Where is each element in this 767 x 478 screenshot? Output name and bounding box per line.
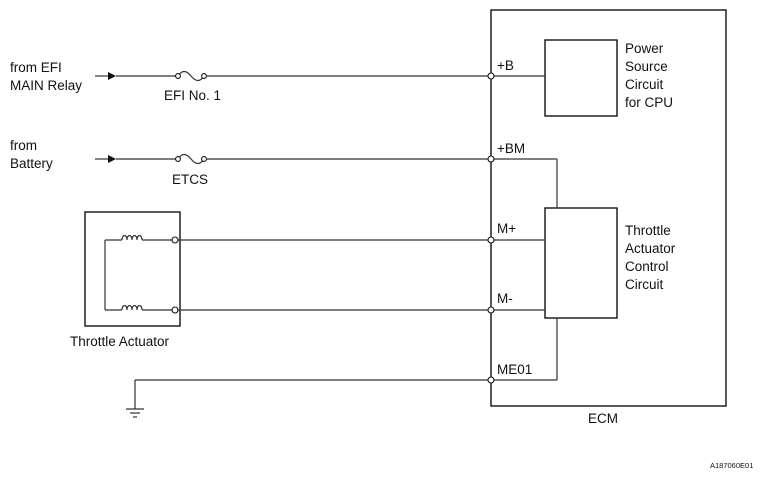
battery-line bbox=[95, 153, 558, 208]
power-circuit-line-3: Circuit bbox=[625, 77, 664, 92]
throttle-actuator-label: Throttle Actuator bbox=[70, 334, 170, 349]
power-source-circuit-box bbox=[544, 39, 618, 117]
actuator-m-plus-terminal bbox=[171, 236, 179, 244]
efi-no1-fuse-label: EFI No. 1 bbox=[164, 88, 221, 103]
battery-line-2: Battery bbox=[10, 156, 53, 171]
power-circuit-line-4: for CPU bbox=[625, 95, 673, 110]
battery-arrow-icon bbox=[108, 155, 116, 163]
power-circuit-label: Power Source Circuit for CPU bbox=[625, 41, 673, 110]
throttle-circuit-line-4: Circuit bbox=[625, 277, 664, 292]
throttle-circuit-line-1: Throttle bbox=[625, 223, 671, 238]
efi-arrow-icon bbox=[108, 72, 116, 80]
throttle-circuit-line-2: Actuator bbox=[625, 241, 676, 256]
throttle-circuit-line-3: Control bbox=[625, 259, 669, 274]
etcs-fuse-icon bbox=[177, 153, 205, 165]
efi-main-relay-line-2: MAIN Relay bbox=[10, 78, 82, 93]
ground-icon bbox=[126, 408, 144, 418]
battery-label: from Battery bbox=[10, 138, 53, 171]
efi-no1-fuse-icon bbox=[177, 70, 205, 82]
throttle-control-circuit-box bbox=[544, 207, 618, 319]
pin-bm-label: +BM bbox=[497, 141, 525, 156]
pin-me01-label: ME01 bbox=[497, 362, 532, 377]
pin-me01-terminal bbox=[487, 376, 495, 384]
power-circuit-line-1: Power bbox=[625, 41, 664, 56]
actuator-m-minus-terminal bbox=[171, 306, 179, 314]
pin-b-label: +B bbox=[497, 58, 514, 73]
motor-coil-upper-icon bbox=[121, 234, 143, 241]
throttle-circuit-label: Throttle Actuator Control Circuit bbox=[625, 223, 679, 292]
pin-m-plus-terminal bbox=[487, 236, 495, 244]
figure-code: A187060E01 bbox=[710, 461, 753, 470]
etcs-fuse-label: ETCS bbox=[172, 172, 208, 187]
pin-m-minus-terminal bbox=[487, 306, 495, 314]
pin-bm-terminal bbox=[487, 155, 495, 163]
pin-m-minus-label: M- bbox=[497, 291, 513, 306]
efi-main-relay-line bbox=[95, 70, 545, 82]
efi-main-relay-line-1: from EFI bbox=[10, 60, 62, 75]
ecm-label: ECM bbox=[588, 411, 618, 426]
power-circuit-line-2: Source bbox=[625, 59, 668, 74]
pin-b-terminal bbox=[487, 72, 495, 80]
efi-main-relay-label: from EFI MAIN Relay bbox=[10, 60, 82, 93]
pin-m-plus-label: M+ bbox=[497, 221, 516, 236]
motor-coil-lower-icon bbox=[121, 304, 143, 311]
battery-line-1: from bbox=[10, 138, 37, 153]
